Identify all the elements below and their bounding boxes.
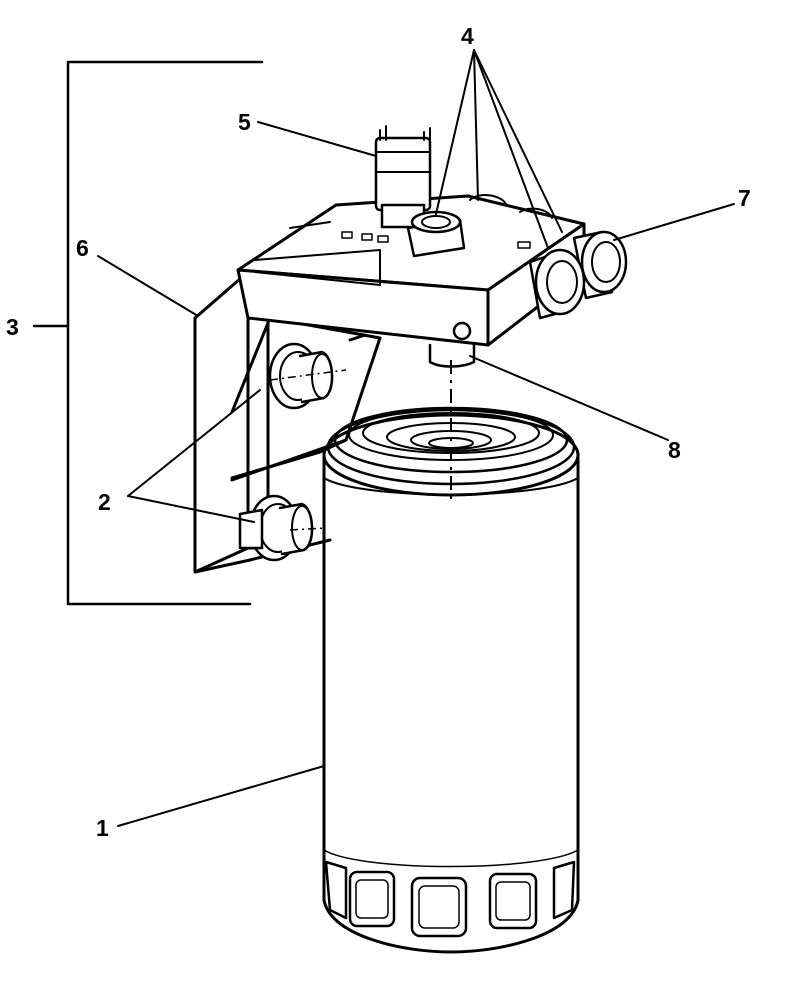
bolt-axis-upper — [269, 369, 347, 381]
callout-1: 1 — [96, 815, 109, 841]
callout-3: 3 — [6, 314, 19, 340]
bracket-bolt-upper — [268, 342, 334, 410]
bolt-axis-lower — [289, 527, 327, 531]
callout-5: 5 — [238, 109, 251, 135]
callout-labels: 1 2 3 4 5 6 7 8 — [6, 23, 751, 841]
fuel-sensor-connector — [374, 125, 432, 229]
callout-2: 2 — [98, 489, 111, 515]
callout-8: 8 — [668, 437, 681, 463]
callout-7: 7 — [738, 185, 751, 211]
callout-4: 4 — [461, 23, 474, 49]
callout-6: 6 — [76, 235, 89, 261]
side-fuel-fittings — [528, 230, 628, 320]
leader-lines — [97, 49, 735, 827]
bracket-bolt-lower — [238, 494, 314, 562]
top-fuel-fitting — [406, 210, 466, 258]
assembly-bracket-line — [32, 60, 264, 606]
